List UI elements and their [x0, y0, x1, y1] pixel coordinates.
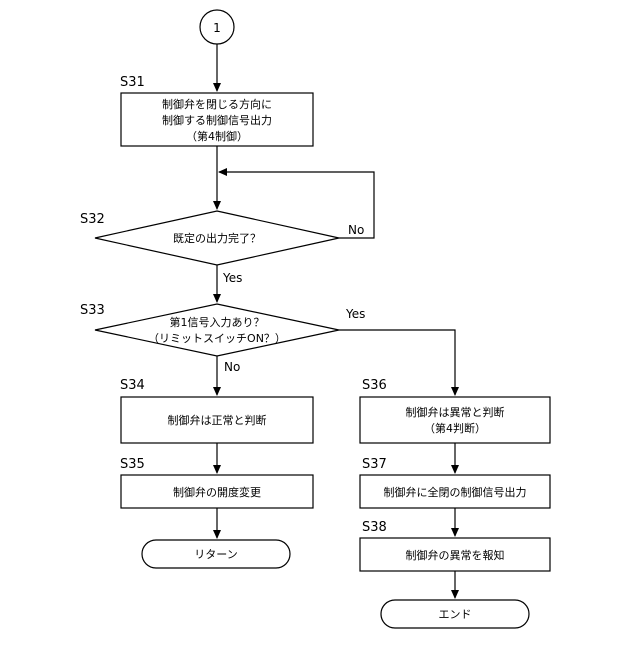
- step-label-s34: S34: [120, 378, 145, 393]
- s33-line-2: （リミットスイッチON？）: [148, 332, 286, 345]
- s37-line-1: 制御弁に全閉の制御信号出力: [384, 485, 527, 499]
- s31-line-2: 制御する制御信号出力: [162, 113, 272, 127]
- terminal-end: エンド: [381, 600, 529, 628]
- s32-line-1: 既定の出力完了？: [173, 231, 261, 245]
- branch-s32-no: No: [348, 223, 364, 237]
- branch-s33-yes: Yes: [345, 307, 365, 321]
- step-label-s32: S32: [80, 212, 105, 227]
- s36-line-2: （第4判断）: [424, 421, 486, 435]
- step-label-s31: S31: [120, 75, 145, 90]
- step-label-s35: S35: [120, 457, 145, 472]
- step-label-s37: S37: [362, 457, 387, 472]
- s35-line-1: 制御弁の開度変更: [173, 485, 261, 499]
- process-s35: 制御弁の開度変更: [121, 475, 313, 508]
- s34-line-1: 制御弁は正常と判断: [168, 413, 267, 427]
- process-s38: 制御弁の異常を報知: [360, 538, 550, 571]
- s31-line-1: 制御弁を閉じる方向に: [162, 97, 272, 111]
- process-s36: 制御弁は異常と判断 （第4判断）: [360, 397, 550, 443]
- process-s37: 制御弁に全閉の制御信号出力: [360, 475, 550, 508]
- step-label-s33: S33: [80, 303, 105, 318]
- terminal-end-label: エンド: [439, 608, 472, 621]
- connector-label: 1: [213, 21, 221, 35]
- decision-s33: 第1信号入力あり？ （リミットスイッチON？）: [95, 304, 339, 356]
- step-label-s36: S36: [362, 378, 387, 393]
- s38-line-1: 制御弁の異常を報知: [406, 548, 505, 562]
- decision-s32: 既定の出力完了？: [95, 211, 339, 265]
- terminal-return: リターン: [142, 540, 290, 568]
- connector-1: 1: [200, 10, 234, 44]
- branch-s33-no: No: [224, 360, 240, 374]
- s36-line-1: 制御弁は異常と判断: [406, 405, 505, 419]
- edge-s33-yes-s36: [339, 330, 455, 395]
- process-s31: 制御弁を閉じる方向に 制御する制御信号出力 （第4制御）: [121, 93, 313, 146]
- step-label-s38: S38: [362, 520, 387, 535]
- branch-s32-yes: Yes: [222, 271, 242, 285]
- terminal-return-label: リターン: [194, 548, 237, 561]
- s31-line-3: （第4制御）: [186, 129, 248, 143]
- s33-line-1: 第1信号入力あり？: [170, 315, 265, 329]
- process-s34: 制御弁は正常と判断: [121, 397, 313, 443]
